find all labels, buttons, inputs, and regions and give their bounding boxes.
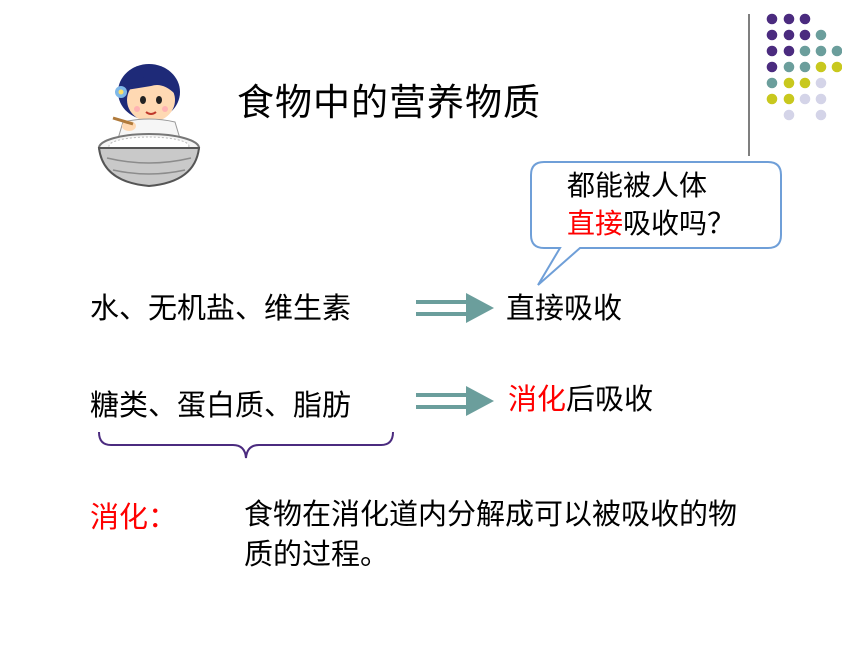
row-1-nutrients: 水、无机盐、维生素 (90, 291, 352, 325)
bubble-line-2: 直接吸收吗？ (567, 205, 735, 243)
speech-bubble (530, 161, 782, 286)
decorative-dot-grid (766, 13, 842, 121)
double-right-arrow-icon (416, 293, 494, 323)
row-1-result-rest: 直接吸收 (506, 291, 623, 325)
bubble-rest: 吸收吗？ (623, 207, 736, 240)
row-2-result-rest: 后吸收 (566, 382, 654, 416)
double-right-arrow-icon (416, 386, 494, 416)
dot-row-2 (766, 29, 827, 41)
dot-row-3 (766, 45, 842, 57)
definition-text: 食物在消化道内分解成可以被吸收的物质的过程。 (244, 497, 738, 571)
divider-line (748, 14, 750, 156)
dot-row-4 (766, 61, 842, 73)
dot-row-1 (766, 13, 811, 25)
bubble-highlight: 直接 (567, 207, 624, 240)
row-2-result: 消化后吸收 (508, 376, 653, 418)
dot-row-5 (766, 77, 827, 89)
speech-bubble-text: 都能被人体 直接吸收吗？ (567, 167, 735, 243)
dot-row-6 (766, 93, 827, 105)
girl-with-rice-bowl-icon (97, 64, 201, 188)
dot-row-7 (783, 109, 827, 121)
row-2-result-highlight: 消化 (508, 382, 567, 416)
bubble-line-1: 都能被人体 (567, 169, 708, 202)
row-2-nutrients: 糖类、蛋白质、脂肪 (90, 388, 352, 422)
slide-title: 食物中的营养物质 (237, 81, 541, 124)
curly-brace (98, 431, 394, 459)
row-1-result: 直接吸收 (506, 285, 622, 327)
definition-label: 消化： (90, 500, 178, 534)
